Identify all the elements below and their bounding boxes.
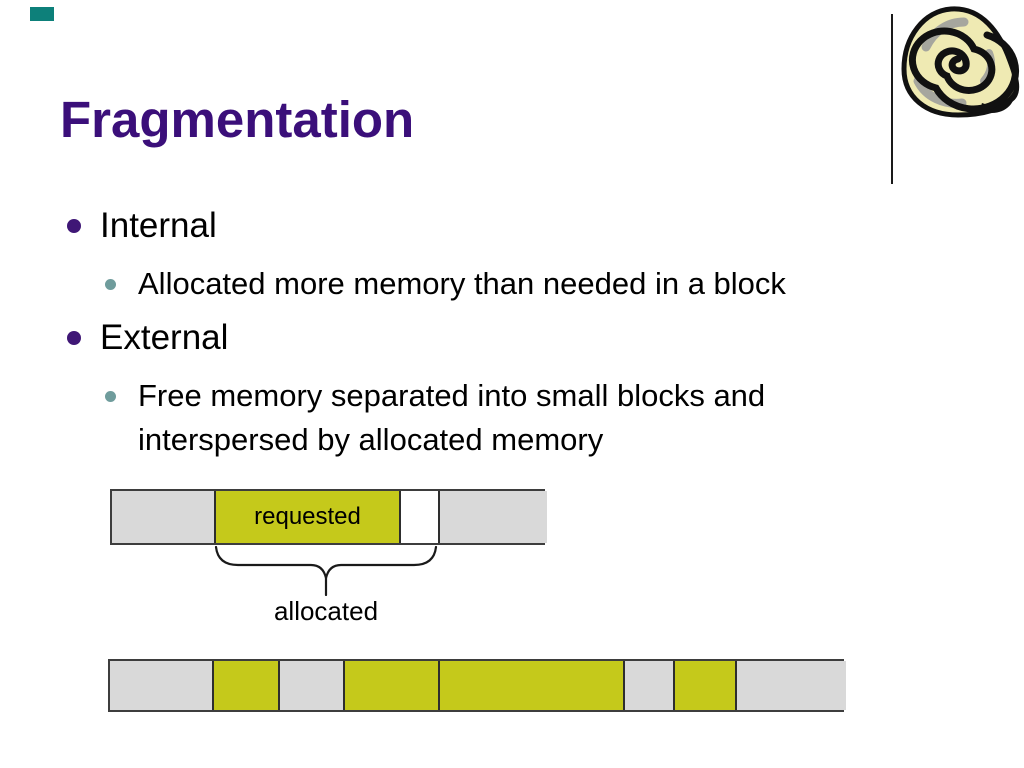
sub-bullet-icon: [105, 391, 116, 402]
bullet-text: External: [100, 318, 229, 357]
bullet-item-internal: Internal: [67, 206, 217, 246]
memory-segment-gray: [737, 661, 846, 710]
snail-shell-image: [901, 6, 1020, 118]
sub-bullet-text: Free memory separated into small blocks …: [138, 378, 766, 457]
memory-segment-gray: [440, 491, 547, 543]
brace-shape: [214, 546, 438, 596]
sub-bullet-external: Free memory separated into small blocks …: [105, 374, 935, 462]
allocated-label: allocated: [273, 596, 379, 626]
sub-bullet-text: Allocated more memory than needed in a b…: [138, 266, 786, 301]
memory-segment-yellow: [675, 661, 737, 710]
memory-segment-yellow: requested: [216, 491, 401, 543]
memory-segment-yellow: [440, 661, 625, 710]
vertical-divider-line: [891, 14, 893, 184]
memory-segment-gray: [112, 491, 216, 543]
memory-segment-white: [401, 491, 440, 543]
sub-bullet-internal: Allocated more memory than needed in a b…: [105, 262, 786, 306]
corner-accent-mark: [30, 7, 54, 21]
slide-title: Fragmentation: [60, 91, 415, 148]
bullet-icon: [67, 219, 81, 233]
memory-segment-gray: [280, 661, 345, 710]
memory-segment-gray: [625, 661, 675, 710]
bullet-text: Internal: [100, 206, 217, 245]
memory-diagram-top: requested: [110, 489, 547, 545]
memory-segment-gray: [110, 661, 214, 710]
requested-label: requested: [254, 503, 361, 530]
memory-diagram-bottom: [108, 659, 846, 712]
sub-bullet-icon: [105, 279, 116, 290]
memory-segment-yellow: [214, 661, 280, 710]
memory-segment-yellow: [345, 661, 440, 710]
bullet-icon: [67, 331, 81, 345]
bullet-item-external: External: [67, 318, 228, 358]
